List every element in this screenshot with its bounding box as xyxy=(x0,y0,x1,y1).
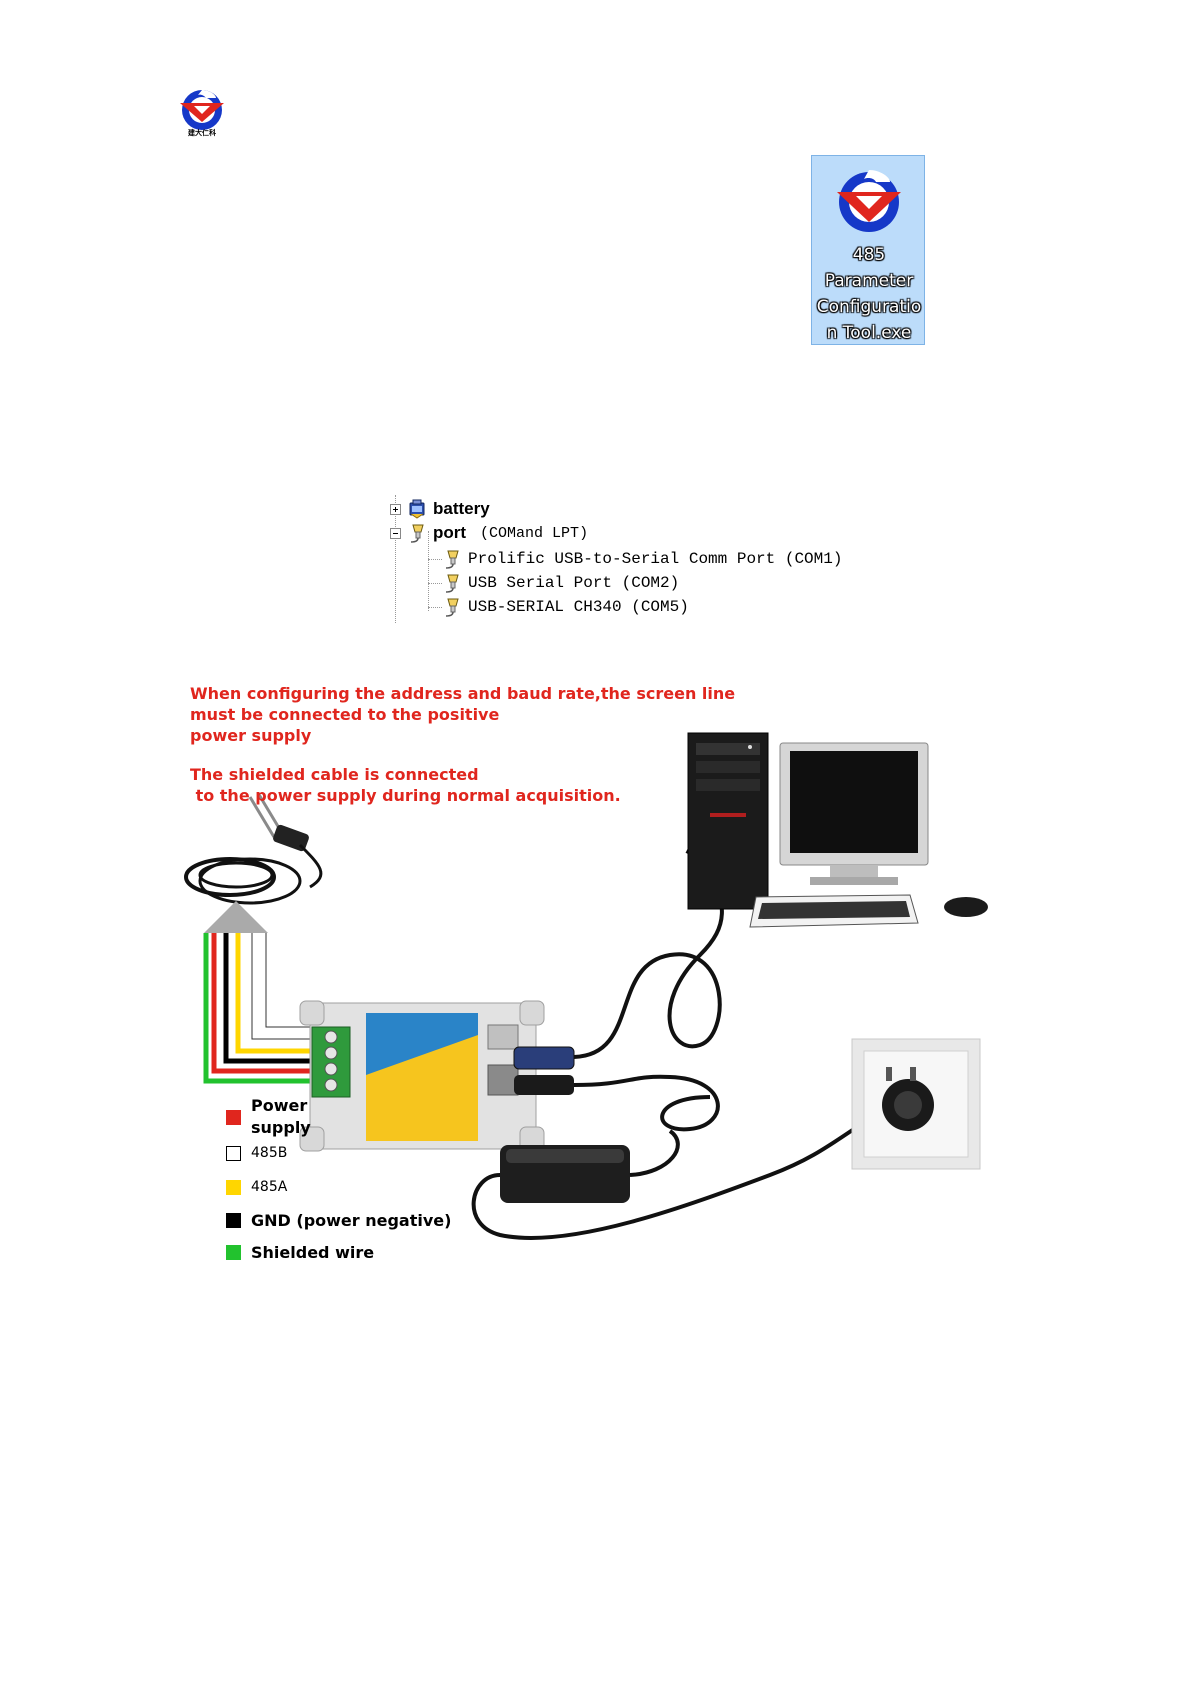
expand-icon[interactable] xyxy=(390,503,401,515)
wiring-diagram: When configuring the address and baud ra… xyxy=(170,684,1030,1265)
desktop-app-label-line: 485 xyxy=(852,245,886,265)
collapse-icon[interactable] xyxy=(390,527,401,539)
shield-note-line: The shielded cable is connected xyxy=(190,765,479,784)
legend-label: 485A xyxy=(251,1179,288,1195)
tree-item-com-port[interactable]: Prolific USB-to-Serial Comm Port (COM1) xyxy=(442,547,842,571)
config-note: When configuring the address and baud ra… xyxy=(190,683,735,746)
legend-swatch xyxy=(226,1109,241,1125)
tree-node-port[interactable]: port (COMand LPT) xyxy=(390,521,588,545)
legend-485a: 485A xyxy=(226,1179,287,1195)
dc-power-cable xyxy=(514,1074,720,1132)
wall-socket-icon xyxy=(851,1038,981,1170)
tree-guide-line xyxy=(428,607,442,608)
port-connector-icon xyxy=(445,550,459,569)
monitor-icon xyxy=(779,742,929,885)
sensor-probe-icon xyxy=(184,792,323,905)
desktop-tower-icon xyxy=(687,732,769,910)
port-connector-icon xyxy=(445,598,459,617)
legend-label: Power supply xyxy=(251,1096,311,1137)
signal-wires xyxy=(203,933,314,1084)
device-manager-tree: battery port (COMand LPT) Prolific USB-t… xyxy=(390,495,850,625)
legend-gnd: GND (power negative) xyxy=(226,1211,451,1230)
legend-swatch xyxy=(226,1213,241,1228)
config-note-line: When configuring the address and baud ra… xyxy=(190,684,736,703)
mouse-icon xyxy=(944,897,988,917)
port-connector-icon xyxy=(410,524,424,543)
legend-label: GND (power negative) xyxy=(251,1211,452,1230)
tree-item-com-port[interactable]: USB Serial Port (COM2) xyxy=(442,571,679,595)
desktop-app-label-line: Parameter xyxy=(824,271,914,291)
desktop-app-label: 485 Parameter Configuratio n Tool.exe xyxy=(812,242,926,346)
legend-swatch xyxy=(226,1179,241,1195)
tree-item-label: USB-SERIAL CH340 (COM5) xyxy=(468,598,689,616)
tree-node-battery[interactable]: battery xyxy=(390,497,490,521)
power-adapter xyxy=(471,1123,862,1240)
config-tool-logo-icon xyxy=(837,170,901,232)
desktop-app-shortcut[interactable]: 485 Parameter Configuratio n Tool.exe xyxy=(811,155,925,345)
legend-label: 485B xyxy=(251,1145,288,1161)
tree-item-com-port[interactable]: USB-SERIAL CH340 (COM5) xyxy=(442,595,689,619)
desktop-app-label-line: n Tool.exe xyxy=(826,323,912,343)
logo-caption: 建大仁科 xyxy=(188,130,216,137)
tree-item-label: Prolific USB-to-Serial Comm Port (COM1) xyxy=(468,550,843,568)
battery-icon xyxy=(409,499,425,519)
legend-label: Shielded wire xyxy=(251,1243,375,1262)
legend-swatch xyxy=(226,1145,241,1161)
config-note-line: power supply xyxy=(190,726,312,745)
legend-swatch xyxy=(226,1245,241,1260)
tree-guide-line xyxy=(395,495,396,623)
desktop-app-label-line: Configuratio xyxy=(816,297,922,317)
legend-power-supply: Power supply xyxy=(226,1095,311,1139)
company-logo-icon xyxy=(180,90,224,130)
legend-shielded-wire: Shielded wire xyxy=(226,1243,374,1262)
tree-item-label: USB Serial Port (COM2) xyxy=(468,574,680,592)
config-note-line: must be connected to the positive xyxy=(190,705,500,724)
keyboard-icon xyxy=(749,894,919,928)
rs485-converter xyxy=(299,1000,545,1152)
tree-guide-line xyxy=(428,559,442,560)
shield-note: The shielded cable is connected to the p… xyxy=(190,764,621,806)
tree-guide-line xyxy=(428,531,429,611)
legend-485b: 485B xyxy=(226,1145,287,1161)
tree-guide-line xyxy=(428,583,442,584)
up-arrow-icon xyxy=(204,901,268,933)
tree-node-label: port xyxy=(433,523,467,542)
shield-note-line: to the power supply during normal acquis… xyxy=(190,786,621,805)
tree-node-sublabel: (COMand LPT) xyxy=(480,524,589,542)
port-connector-icon xyxy=(445,574,459,593)
wiring-illustration xyxy=(184,732,988,1240)
tree-node-label: battery xyxy=(433,499,490,518)
